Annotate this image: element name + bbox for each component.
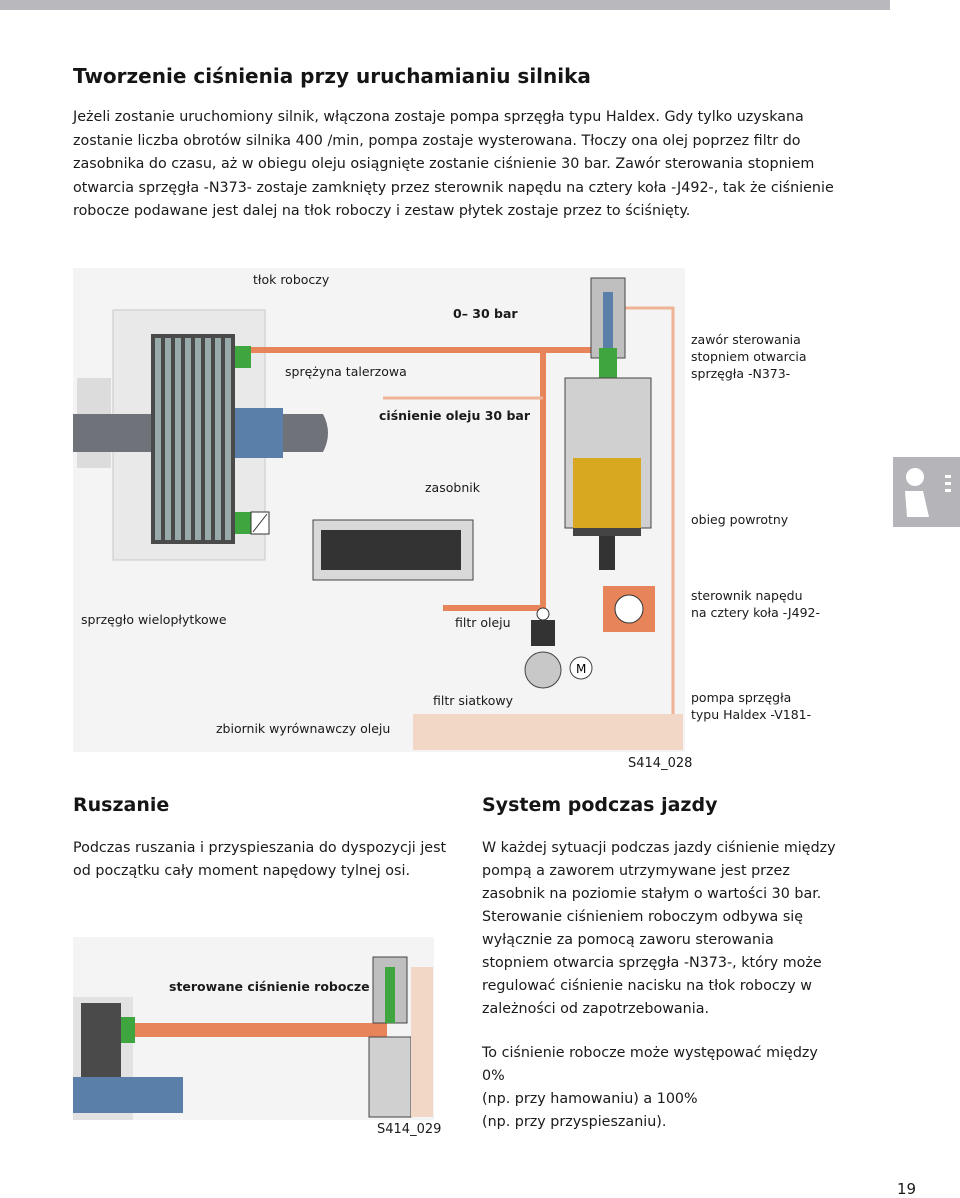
piston-top [235, 346, 251, 368]
section-text-starting: Podczas ruszania i przyspieszania do dys… [73, 840, 447, 879]
page-number: 19 [897, 1180, 917, 1198]
label-strainer: filtr siatkowy [433, 693, 513, 708]
controlled-pressure-figure: sterowane ciśnienie robocze [73, 937, 434, 1120]
hydraulic-diagram-figure: M tłok roboczy 0– 30 bar sprężyna talerz… [73, 268, 820, 752]
oil-lines [251, 347, 593, 638]
label-valve-line1: zawór sterowania [691, 332, 801, 347]
valve-n373 [564, 277, 652, 570]
svg-text:M: M [576, 662, 586, 676]
label-valve-line3: sprzęgła -N373- [691, 366, 791, 381]
piston-bottom [235, 512, 251, 534]
label-control-unit-line2: na cztery koła -J492- [691, 605, 820, 620]
section-heading-starting: Ruszanie [73, 794, 170, 816]
driving-text-line2: (np. przy hamowaniu) a 100% [482, 1091, 698, 1107]
label-pump-line2: typu Haldex -V181- [691, 707, 812, 722]
intro-paragraph: Jeżeli zostanie uruchomiony silnik, włąc… [73, 109, 834, 219]
top-decorative-bar [0, 0, 890, 10]
reservoir [413, 714, 683, 750]
label-reservoir: zbiornik wyrównawczy oleju [216, 721, 391, 736]
figure2-id: S414_029 [377, 1122, 442, 1137]
section-heading-driving: System podczas jazdy [482, 794, 718, 816]
driving-text-line1: To ciśnienie robocze może występować mię… [482, 1045, 818, 1084]
label-control-unit-line1: sterownik napędu [691, 588, 803, 603]
pump-symbol [524, 651, 562, 689]
label-return-circuit: obieg powrotny [691, 512, 789, 527]
label-oil-filter: filtr oleju [455, 615, 511, 630]
section-text-driving: W każdej sytuacji podczas jazdy ciśnieni… [482, 840, 836, 1017]
label-valve-line2: stopniem otwarcia [691, 349, 807, 364]
label-controlled-pressure: sterowane ciśnienie robocze [169, 979, 370, 994]
oil-filter-symbol [531, 620, 555, 646]
clutch-plate-stack [151, 334, 235, 544]
label-pressure-range: 0– 30 bar [453, 306, 518, 321]
label-piston: tłok roboczy [253, 272, 330, 287]
hand-icon [905, 468, 951, 517]
side-tab [893, 457, 960, 527]
label-disc-spring: sprężyna talerzowa [285, 364, 407, 379]
label-oil-pressure: ciśnienie oleju 30 bar [379, 408, 530, 423]
controlled-pressure-diagram [73, 956, 433, 1120]
page-heading: Tworzenie ciśnienia przy uruchamianiu si… [73, 64, 591, 88]
hydraulic-diagram: M [73, 277, 683, 750]
driving-text-line3: (np. przy przyspieszaniu). [482, 1114, 667, 1130]
label-pump-line1: pompa sprzęgła [691, 690, 792, 705]
label-accumulator: zasobnik [425, 480, 480, 495]
section-text-driving-2: To ciśnienie robocze może występować mię… [482, 1042, 844, 1134]
label-multi-plate-clutch: sprzęgło wielopłytkowe [81, 612, 227, 627]
figure1-id: S414_028 [628, 756, 693, 771]
accumulator [312, 519, 474, 581]
